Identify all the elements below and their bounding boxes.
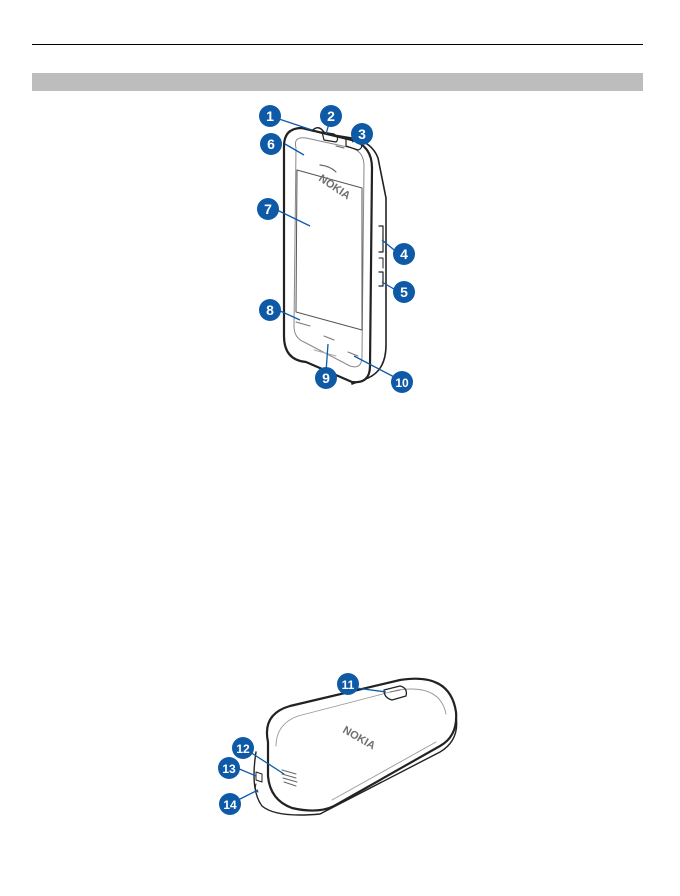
- svg-text:1: 1: [266, 108, 274, 124]
- svg-text:5: 5: [400, 284, 408, 300]
- svg-text:2: 2: [327, 108, 335, 124]
- phone-front-illustration: [284, 128, 386, 384]
- callout-3: 3: [351, 123, 373, 145]
- callout-6: 6: [260, 133, 282, 155]
- callout-1: 1: [259, 105, 281, 127]
- callout-5: 5: [393, 281, 415, 303]
- svg-text:10: 10: [395, 376, 409, 390]
- callout-11: 11: [337, 673, 359, 695]
- phone-back-illustration: [254, 679, 457, 815]
- svg-text:8: 8: [266, 302, 274, 318]
- svg-text:12: 12: [236, 742, 250, 756]
- svg-text:7: 7: [264, 201, 272, 217]
- svg-text:3: 3: [358, 126, 366, 142]
- callout-2: 2: [320, 105, 342, 127]
- svg-text:13: 13: [222, 762, 236, 776]
- callout-13: 13: [218, 757, 240, 779]
- callout-12: 12: [232, 737, 254, 759]
- svg-text:9: 9: [322, 370, 330, 386]
- callout-4: 4: [393, 243, 415, 265]
- svg-text:4: 4: [400, 246, 408, 262]
- callout-7: 7: [257, 198, 279, 220]
- svg-text:11: 11: [342, 678, 355, 692]
- callout-9: 9: [315, 367, 337, 389]
- callout-14: 14: [219, 793, 241, 815]
- svg-text:6: 6: [267, 136, 275, 152]
- callout-8: 8: [259, 299, 281, 321]
- callout-10: 10: [391, 371, 413, 393]
- svg-text:14: 14: [223, 798, 237, 812]
